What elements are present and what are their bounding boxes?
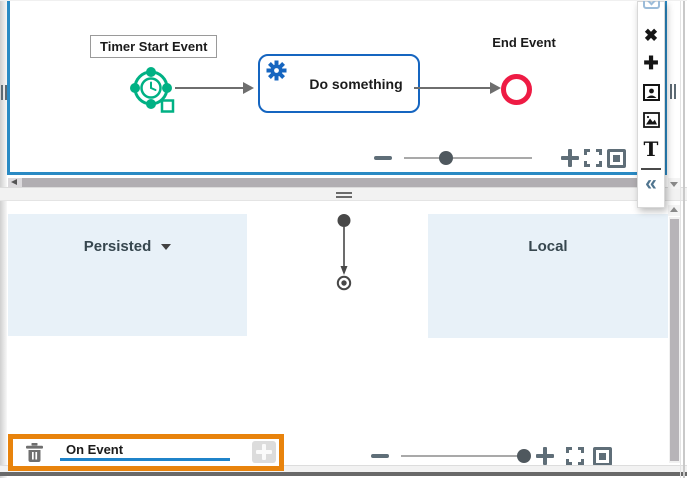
zoom-slider-track[interactable]: [401, 455, 521, 457]
right-splitter-grip-icon: [674, 84, 676, 99]
local-panel-label: Local: [528, 238, 568, 255]
local-panel[interactable]: Local: [428, 214, 668, 338]
element-toolbar: ✖ ✚ T «: [637, 1, 665, 208]
add-icon[interactable]: ✚: [643, 53, 659, 73]
window-right-border: [680, 1, 681, 478]
toolbar-divider: [641, 168, 661, 170]
end-event-node[interactable]: [501, 74, 532, 105]
fit-to-screen-icon[interactable]: [607, 149, 626, 168]
left-splitter-grip-icon: [1, 85, 3, 100]
zoom-out-button[interactable]: [374, 156, 392, 160]
text-tool-icon[interactable]: T: [643, 137, 659, 161]
event-name-value: On Event: [66, 442, 124, 457]
chevron-down-icon[interactable]: [161, 243, 172, 250]
gear-icon: [266, 60, 287, 81]
collapse-panel-icon[interactable]: «: [645, 172, 657, 195]
horizontal-scrollbar-thumb[interactable]: [22, 178, 650, 187]
pane-splitter[interactable]: [0, 187, 687, 201]
plus-icon: [262, 444, 266, 460]
zoom-in-button[interactable]: [536, 447, 554, 465]
mini-flow-diagram[interactable]: [330, 212, 358, 294]
vertical-scrollbar-thumb[interactable]: [670, 219, 679, 461]
sequence-flow-arrow[interactable]: [414, 79, 502, 97]
event-name-field[interactable]: On Event: [60, 439, 230, 461]
fit-to-screen-icon[interactable]: [593, 447, 612, 466]
zoom-out-button[interactable]: [371, 454, 389, 458]
end-event-label: End Event: [492, 35, 556, 50]
horizontal-scrollbar[interactable]: [8, 178, 658, 187]
timer-start-event-label: Timer Start Event: [90, 35, 218, 58]
task-label: Do something: [309, 75, 403, 92]
fullscreen-icon[interactable]: [566, 447, 584, 465]
window-bottom-border: [0, 472, 687, 476]
bpmn-diagram-canvas[interactable]: Timer Start Event: [7, 1, 667, 175]
scroll-up-button[interactable]: [668, 205, 680, 216]
trash-icon[interactable]: [26, 443, 43, 463]
persisted-panel[interactable]: Persisted: [8, 214, 247, 336]
zoom-slider-knob[interactable]: [517, 449, 531, 463]
zoom-slider-knob[interactable]: [439, 151, 453, 165]
event-editor-highlight: On Event: [8, 434, 284, 471]
left-splitter-grip-icon: [4, 85, 7, 100]
right-splitter-grip-icon: [670, 84, 672, 99]
delete-icon[interactable]: ✖: [643, 26, 659, 45]
bottom-scrollbar-track[interactable]: [0, 465, 687, 472]
scroll-left-arrow-icon[interactable]: [11, 179, 17, 185]
left-splitter[interactable]: [0, 1, 7, 478]
scroll-down-button[interactable]: [668, 178, 680, 189]
timer-start-event-node[interactable]: [120, 58, 180, 118]
splitter-handle-icon: [336, 192, 352, 194]
portrait-image-icon[interactable]: [643, 84, 660, 101]
zoom-in-button[interactable]: [561, 149, 579, 167]
fullscreen-icon[interactable]: [584, 149, 602, 167]
persisted-panel-label: Persisted: [83, 238, 152, 255]
expand-more-icon[interactable]: [643, 1, 660, 9]
splitter-handle-icon: [336, 196, 352, 198]
zoom-slider-track[interactable]: [404, 157, 532, 159]
landscape-image-icon[interactable]: [643, 112, 660, 128]
sequence-flow-arrow[interactable]: [175, 79, 255, 97]
window-right-border: [683, 1, 685, 478]
task-node[interactable]: Do something: [258, 54, 420, 113]
add-event-button[interactable]: [252, 441, 276, 463]
